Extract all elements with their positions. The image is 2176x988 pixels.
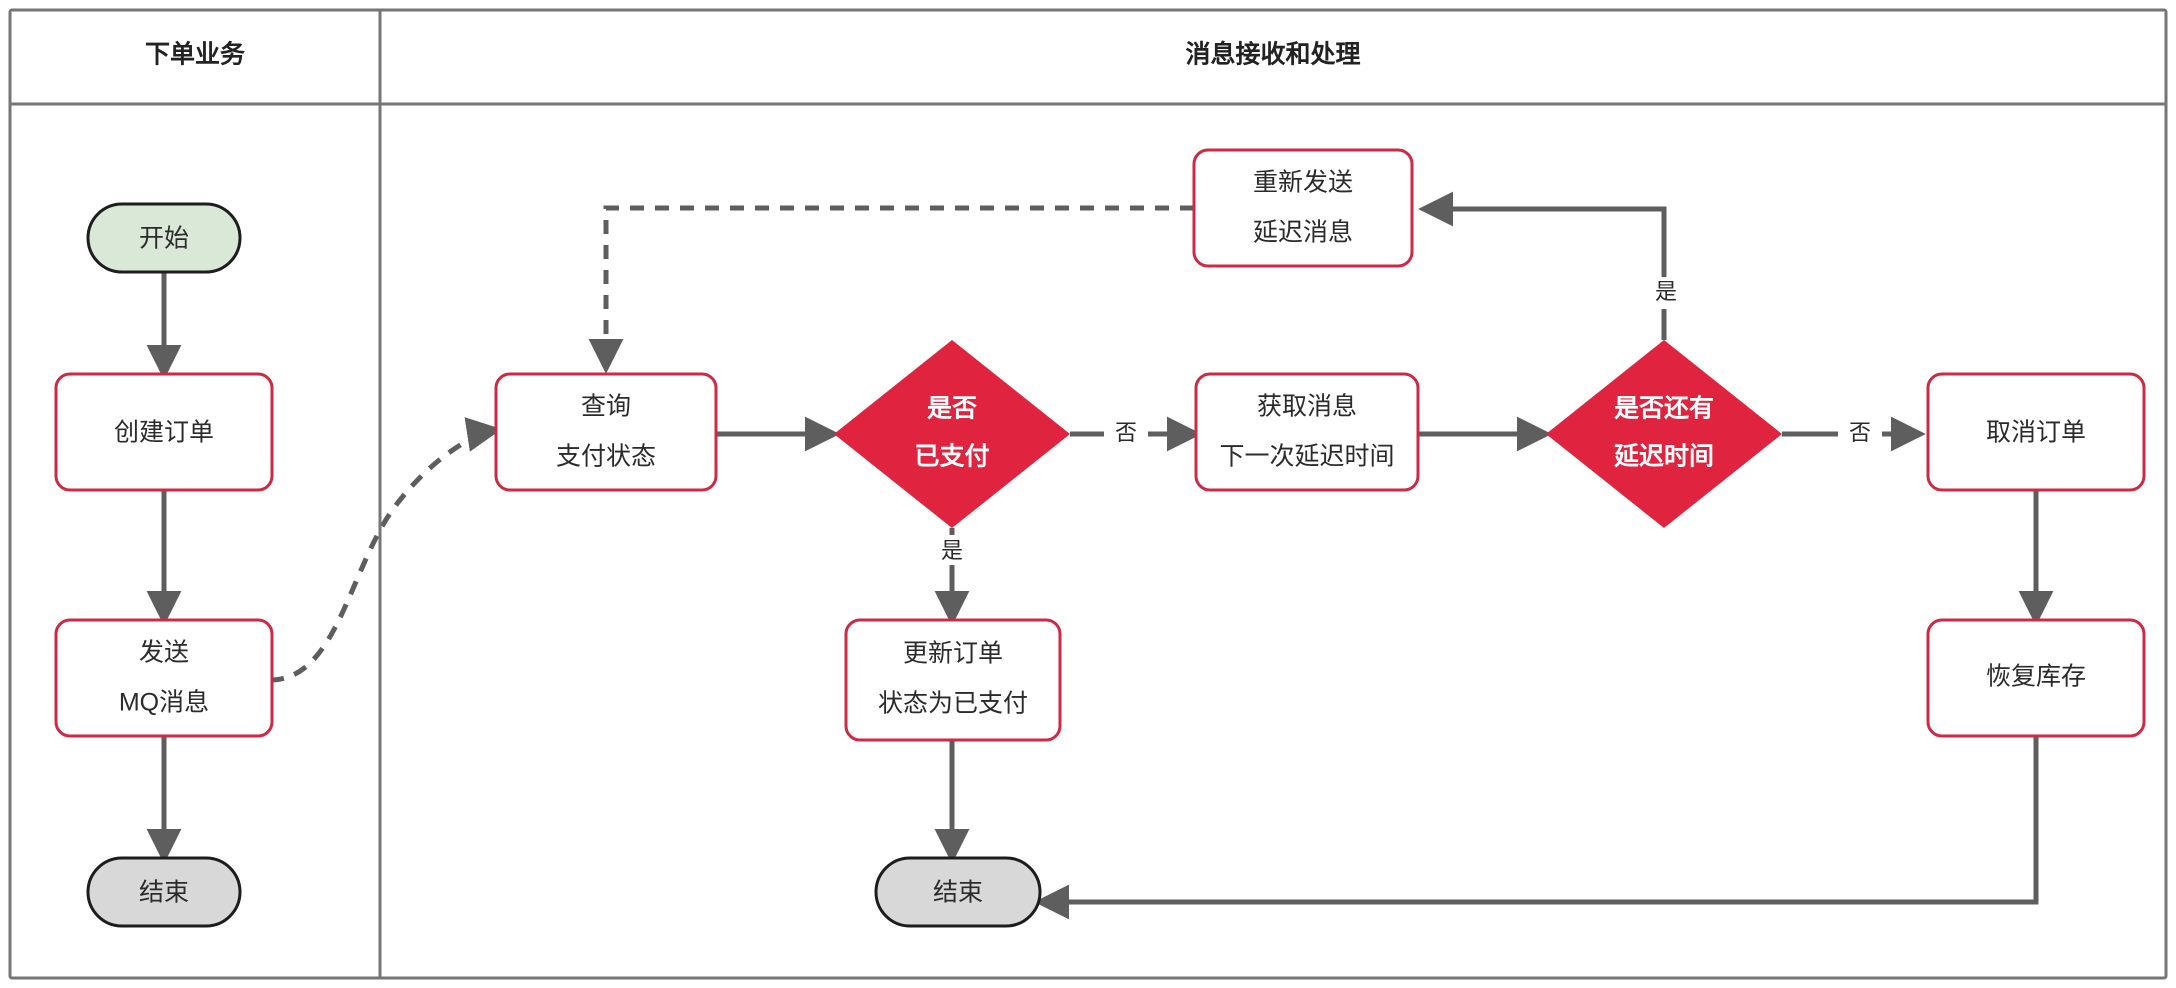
node-get-next-delay-label-line1: 获取消息 bbox=[1257, 393, 1357, 421]
node-start-label: 开始 bbox=[139, 225, 189, 253]
node-resend-delay-label-line2: 延迟消息 bbox=[1253, 219, 1353, 247]
edge-label-is-paid-no: 否 bbox=[1115, 420, 1137, 445]
node-end-left-label: 结束 bbox=[139, 879, 189, 907]
node-send-mq[interactable]: 发送 MQ消息 bbox=[54, 618, 274, 738]
node-query-pay[interactable]: 查询 支付状态 bbox=[494, 372, 718, 492]
node-query-pay-label-line1: 查询 bbox=[581, 393, 631, 421]
node-resend-delay-label-line1: 重新发送 bbox=[1253, 169, 1353, 197]
node-restore-stock-label: 恢复库存 bbox=[1986, 663, 2086, 691]
edge-label-is-paid-yes: 是 bbox=[941, 538, 963, 563]
node-cancel-order-label: 取消订单 bbox=[1986, 419, 2086, 447]
node-update-order-label-line2: 状态为已支付 bbox=[878, 690, 1028, 718]
edge-resend-delay-to-query-pay bbox=[588, 205, 1194, 374]
node-send-mq-label-line2: MQ消息 bbox=[119, 689, 209, 717]
node-create-order-label: 创建订单 bbox=[114, 419, 214, 447]
node-has-delay[interactable]: 是否还有 延迟时间 bbox=[1546, 340, 1782, 528]
node-get-next-delay[interactable]: 获取消息 下一次延迟时间 bbox=[1194, 372, 1420, 492]
node-update-order[interactable]: 更新订单 状态为已支付 bbox=[844, 618, 1062, 742]
node-resend-delay[interactable]: 重新发送 延迟消息 bbox=[1192, 148, 1414, 268]
node-create-order[interactable]: 创建订单 bbox=[54, 372, 274, 492]
lane-title-order: 下单业务 bbox=[145, 41, 245, 69]
node-is-paid-label-line2: 已支付 bbox=[914, 443, 989, 471]
node-end-left[interactable]: 结束 bbox=[86, 856, 242, 928]
edge-send-mq-to-query-pay bbox=[269, 417, 502, 683]
node-end-mid[interactable]: 结束 bbox=[874, 856, 1042, 928]
edge-restore-stock-to-end-mid bbox=[1034, 736, 2039, 920]
node-is-paid[interactable]: 是否 已支付 bbox=[834, 340, 1070, 528]
node-start[interactable]: 开始 bbox=[86, 202, 242, 274]
node-has-delay-label-line1: 是否还有 bbox=[1614, 395, 1714, 423]
node-query-pay-label-line2: 支付状态 bbox=[556, 443, 656, 471]
node-update-order-label-line1: 更新订单 bbox=[903, 640, 1003, 668]
node-is-paid-label-line1: 是否 bbox=[927, 395, 977, 423]
node-restore-stock[interactable]: 恢复库存 bbox=[1926, 618, 2146, 738]
edge-label-has-delay-no: 否 bbox=[1849, 420, 1871, 445]
node-has-delay-label-line2: 延迟时间 bbox=[1613, 443, 1714, 471]
pool-frame bbox=[8, 8, 2168, 980]
node-end-mid-label: 结束 bbox=[933, 879, 983, 907]
node-cancel-order[interactable]: 取消订单 bbox=[1926, 372, 2146, 492]
node-get-next-delay-label-line2: 下一次延迟时间 bbox=[1219, 443, 1394, 471]
edge-label-has-delay-yes: 是 bbox=[1655, 279, 1677, 304]
node-send-mq-label-line1: 发送 bbox=[139, 639, 189, 667]
edge-label-group: 是 否 是 否 bbox=[930, 277, 1882, 565]
lane-title-mq: 消息接收和处理 bbox=[1185, 40, 1360, 69]
